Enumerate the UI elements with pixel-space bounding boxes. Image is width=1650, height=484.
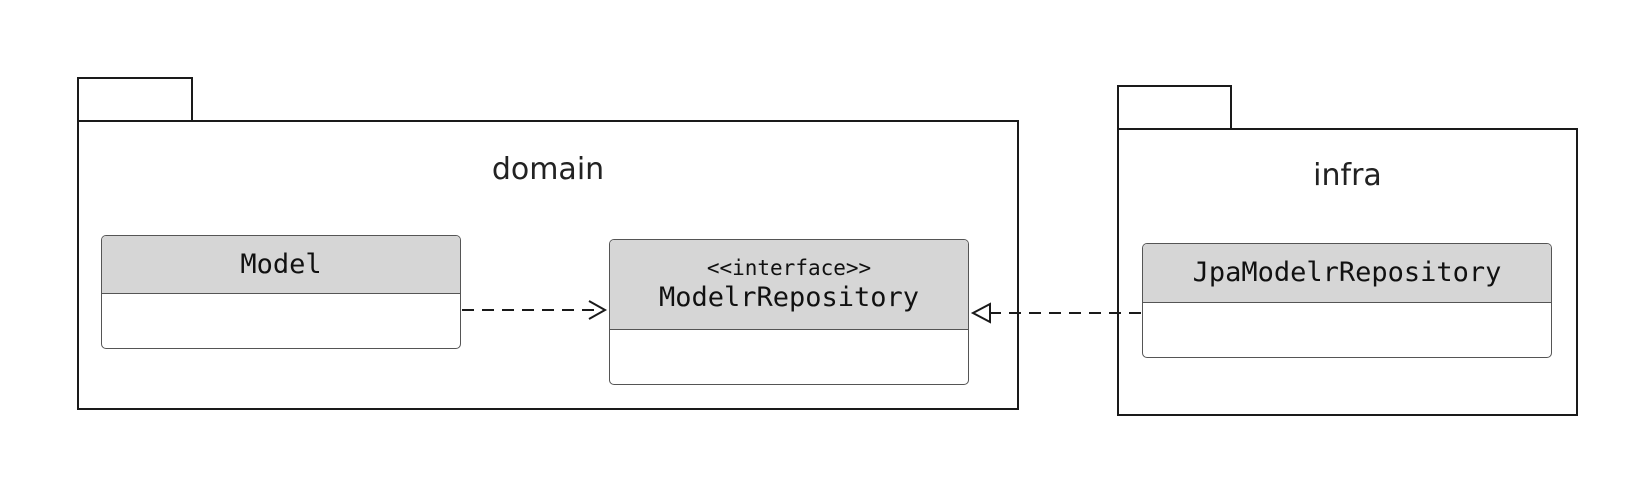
repository-interface-name: ModelrRepository <box>658 281 920 313</box>
domain-package-label: domain <box>491 152 605 187</box>
infra-package-tab <box>1117 85 1232 130</box>
jpa-repository-class-name: JpaModelrRepository <box>1192 257 1502 288</box>
dependency-arrow <box>462 300 608 320</box>
repository-interface: <<interface>> ModelrRepository <box>609 239 969 385</box>
model-class: Model <box>101 235 461 349</box>
jpa-repository-class-header: JpaModelrRepository <box>1143 244 1551 303</box>
repository-interface-header: <<interface>> ModelrRepository <box>610 240 968 330</box>
realization-arrow <box>970 302 1141 324</box>
infra-package-label: infra <box>1313 158 1382 193</box>
model-class-header: Model <box>102 236 460 294</box>
interface-stereotype: <<interface>> <box>706 255 872 280</box>
jpa-repository-class: JpaModelrRepository <box>1142 243 1552 358</box>
model-class-name: Model <box>240 248 322 280</box>
domain-package-tab <box>77 77 193 122</box>
